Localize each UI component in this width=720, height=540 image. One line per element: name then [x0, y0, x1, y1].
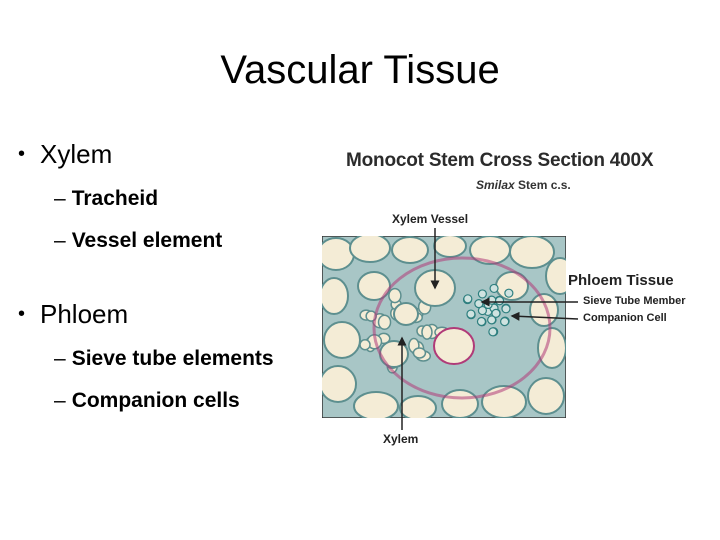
micrograph-cell — [323, 321, 361, 359]
bullet-phloem: • Phloem — [18, 296, 318, 332]
sub-bullet-label: Sieve tube elements — [71, 347, 274, 370]
bullet-dot: • — [18, 143, 26, 165]
micrograph-cell — [466, 309, 476, 319]
sub-bullet-label: Companion cells — [71, 389, 240, 412]
sub-bullet-vessel-element: – Vessel element — [18, 226, 318, 256]
micrograph-cell — [391, 236, 429, 264]
micrograph-cell — [527, 377, 565, 415]
label-sieve-tube-member: Sieve Tube Member — [583, 295, 686, 307]
micrograph-cell — [353, 391, 399, 418]
micrograph-cell — [477, 289, 487, 299]
micrograph-cell — [322, 237, 355, 271]
micrograph-cell — [441, 389, 479, 418]
micrograph-cell — [393, 302, 419, 326]
micrograph-cell — [545, 257, 566, 295]
micrograph-cell — [476, 316, 487, 327]
micrograph-cell — [322, 277, 349, 315]
micrograph-cell — [414, 269, 456, 307]
figure-title: Monocot Stem Cross Section 400X — [346, 150, 654, 171]
dash: – — [54, 229, 66, 252]
sub-bullet-tracheid: – Tracheid — [18, 184, 318, 214]
micrograph-cell — [494, 296, 505, 306]
figure-subtitle: Smilax Stem c.s. — [476, 178, 571, 192]
micrograph-cell — [504, 288, 514, 298]
micrograph-cell — [412, 347, 427, 359]
micrograph-cell — [500, 317, 510, 327]
micrograph-cell — [349, 236, 391, 263]
dash: – — [54, 347, 66, 370]
micrograph-cell — [433, 236, 467, 258]
micrograph-cell — [489, 283, 499, 294]
micrograph-cell — [322, 365, 357, 403]
micrograph-cell — [463, 294, 473, 304]
micrograph-cell — [537, 327, 566, 369]
sub-bullet-label: Tracheid — [71, 187, 159, 210]
micrograph-cell — [399, 395, 437, 418]
label-companion-cell: Companion Cell — [583, 312, 667, 324]
sub-bullet-companion-cells: – Companion cells — [18, 386, 318, 416]
micrograph-cell — [474, 299, 484, 309]
micrograph-cell — [359, 338, 371, 351]
micrograph-image — [322, 236, 566, 418]
figure-genus: Smilax — [476, 178, 515, 192]
micrograph-cell — [509, 236, 555, 269]
sub-bullet-sieve-tube: – Sieve tube elements — [18, 344, 318, 374]
dash: – — [54, 389, 66, 412]
micrograph-cell — [487, 295, 497, 305]
label-xylem-vessel: Xylem Vessel — [392, 212, 469, 226]
figure-subtitle-rest: Stem c.s. — [514, 178, 571, 192]
bullet-phloem-label: Phloem — [40, 299, 129, 329]
bullet-dot: • — [18, 303, 26, 325]
slide-title: Vascular Tissue — [220, 48, 500, 92]
micrograph-cell — [377, 314, 392, 330]
micrograph-cell — [487, 315, 497, 325]
dash: – — [54, 187, 66, 210]
bullet-list: • Xylem – Tracheid – Vessel element • Ph… — [18, 136, 318, 416]
bundle-sheath — [372, 256, 552, 400]
sub-bullet-label: Vessel element — [71, 229, 223, 252]
label-xylem: Xylem — [383, 432, 419, 446]
micrograph-cell — [421, 324, 433, 340]
label-phloem-tissue: Phloem Tissue — [568, 272, 674, 289]
bullet-xylem: • Xylem — [18, 136, 318, 172]
micrograph-cell — [488, 327, 498, 337]
micrograph-cell — [433, 327, 475, 365]
bullet-xylem-label: Xylem — [40, 139, 113, 169]
micrograph-cell — [529, 293, 559, 327]
micrograph-cell — [477, 305, 488, 316]
micrograph-cell — [501, 304, 511, 314]
micrograph-cell — [491, 308, 501, 318]
micrograph-cell — [388, 287, 402, 304]
